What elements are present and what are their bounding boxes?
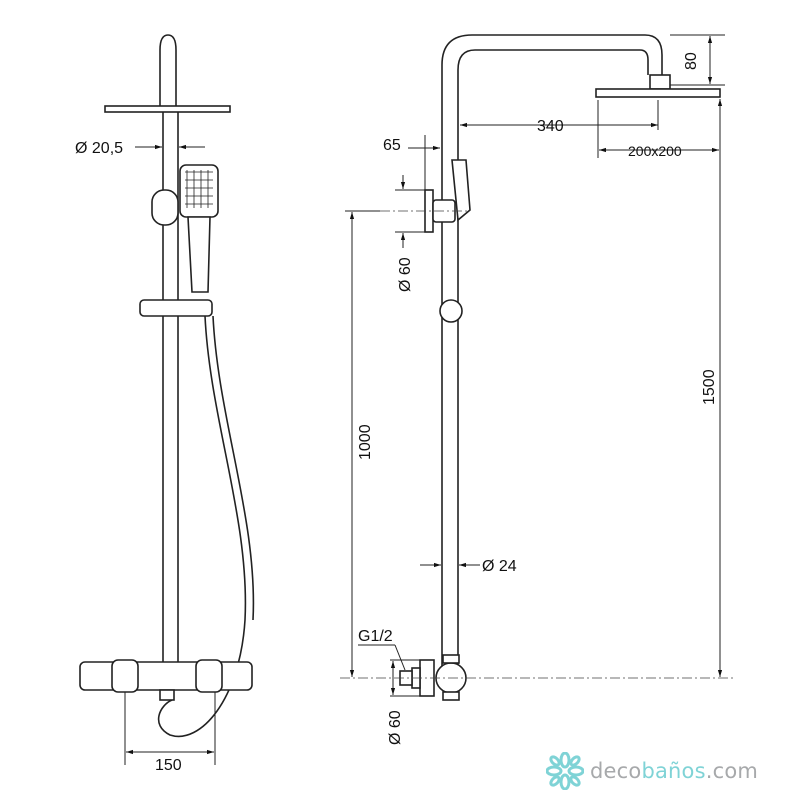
label-1000: 1000 xyxy=(357,424,374,460)
label-1500: 1500 xyxy=(701,369,718,405)
label-340: 340 xyxy=(537,118,564,135)
hand-shower-head xyxy=(179,164,219,218)
label-rail-diameter: Ø 24 xyxy=(482,558,517,575)
label-65: 65 xyxy=(383,137,401,154)
rain-head-side xyxy=(595,88,721,98)
hand-shower-handle xyxy=(187,216,211,293)
rain-head-front xyxy=(104,105,231,113)
label-bracket-diameter: Ø 60 xyxy=(397,257,414,292)
shower-arm-front xyxy=(159,34,177,108)
hose xyxy=(157,315,247,738)
front-view xyxy=(79,34,255,765)
logo-com: .com xyxy=(705,759,759,783)
logo-deco: deco xyxy=(590,759,642,783)
bracket-front xyxy=(151,189,179,226)
dimension-labels: Ø 20,5 65 340 80 200x200 Ø 60 1000 1500 … xyxy=(75,52,718,774)
label-80: 80 xyxy=(683,52,700,70)
label-pipe-diameter: Ø 20,5 xyxy=(75,140,123,157)
thermostat-body-front xyxy=(79,661,253,691)
side-view xyxy=(340,34,735,701)
decobanos-logo: decobaños.com xyxy=(546,752,758,790)
label-inlet-diameter: Ø 60 xyxy=(387,710,404,745)
slider-side xyxy=(439,299,463,323)
label-150: 150 xyxy=(155,757,182,774)
logo-text: decobaños.com xyxy=(590,759,758,783)
logo-banos: baños xyxy=(641,759,706,783)
label-200x200: 200x200 xyxy=(628,143,682,159)
slider-front xyxy=(139,299,213,317)
flower-logo-icon xyxy=(546,752,584,790)
hand-shower-side xyxy=(451,159,471,222)
label-g12: G1/2 xyxy=(358,628,393,645)
